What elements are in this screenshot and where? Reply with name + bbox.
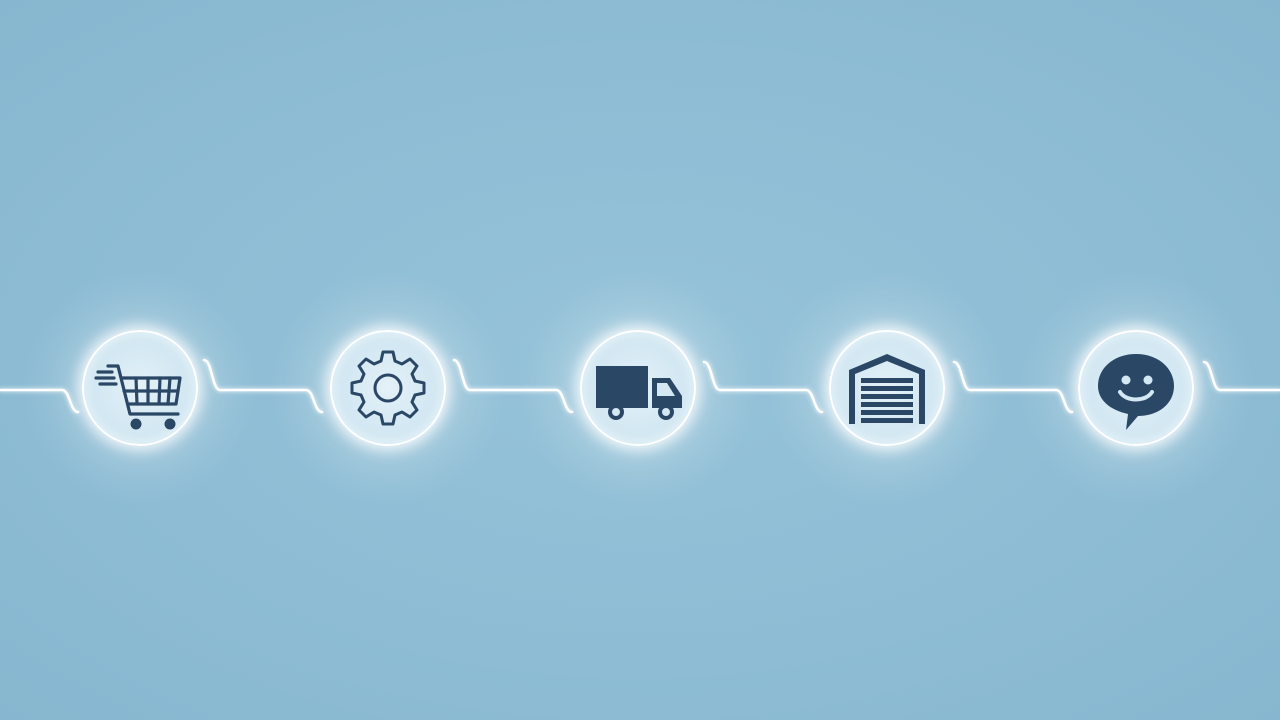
step-processing-node[interactable] xyxy=(330,330,446,446)
connector-segment xyxy=(452,358,574,414)
step-order-node[interactable] xyxy=(82,330,198,446)
connector-segment xyxy=(202,358,324,414)
delivery-truck-icon xyxy=(596,366,682,420)
gear-icon xyxy=(350,350,426,426)
connector-segment xyxy=(952,360,1074,414)
step-satisfaction-node[interactable] xyxy=(1078,330,1194,446)
connector-segment xyxy=(0,388,80,414)
step-shipping-node[interactable] xyxy=(580,330,696,446)
step-warehouse-node[interactable] xyxy=(829,330,945,446)
connector-segment xyxy=(1202,360,1280,392)
connector-segment xyxy=(702,360,824,414)
smiley-chat-bubble-icon xyxy=(1098,354,1174,430)
shopping-cart-icon xyxy=(94,364,182,430)
warehouse-icon xyxy=(849,354,925,424)
